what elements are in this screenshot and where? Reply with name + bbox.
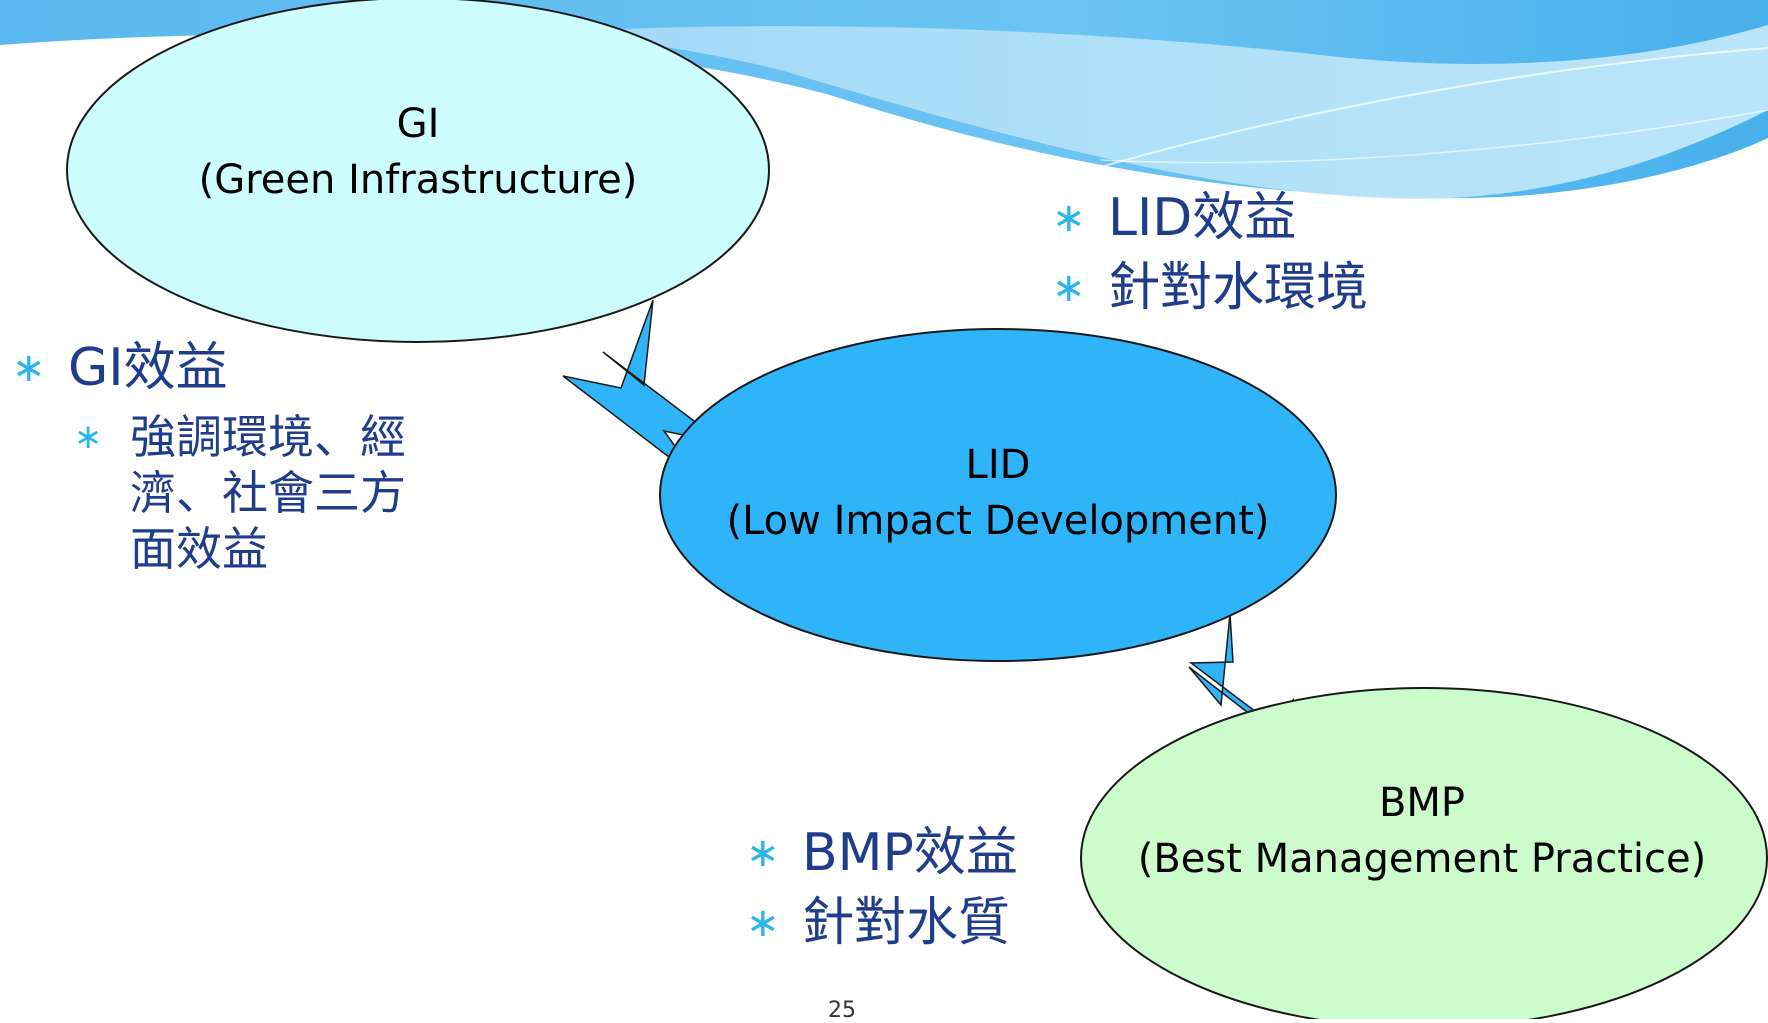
bmp-node-label: BMP (Best Management Practice): [1072, 775, 1768, 887]
bullet-marker-icon: ∗: [1052, 265, 1086, 311]
bmp-notes-title-item: ∗ BMP效益: [746, 820, 1018, 886]
bullet-marker-icon: ∗: [12, 345, 46, 391]
gi-notes-sub: 強調環境、經濟、社會三方面效益: [130, 410, 406, 576]
bmp-node-full: (Best Management Practice): [1137, 836, 1707, 882]
lid-node-label: LID (Low Impact Development): [648, 437, 1348, 549]
bullet-marker-icon: ∗: [74, 417, 103, 457]
gi-node-full: (Green Infrastructure): [198, 157, 638, 203]
bmp-notes-sub-item: ∗ 針對水質: [746, 890, 1018, 956]
lid-notes-sub: 針對水環境: [1108, 258, 1369, 318]
bmp-node: [1080, 687, 1768, 1019]
bmp-notes: ∗ BMP效益 ∗ 針對水質: [746, 820, 1018, 956]
lid-notes-title-item: ∗ LID效益: [1052, 185, 1368, 251]
lid-node-full: (Low Impact Development): [726, 498, 1270, 544]
gi-notes-title: GI效益: [68, 338, 228, 398]
gi-node: [66, 0, 770, 343]
gi-node-abbr: GI: [396, 101, 440, 147]
header-wave: [0, 0, 1768, 199]
lid-notes-sub-item: ∗ 針對水環境: [1052, 255, 1368, 321]
lid-node: [659, 328, 1337, 662]
bmp-notes-title: BMP效益: [802, 823, 1018, 883]
bmp-notes-sub: 針對水質: [802, 893, 1011, 953]
lid-notes: ∗ LID效益 ∗ 針對水環境: [1052, 185, 1368, 321]
bullet-marker-icon: ∗: [1052, 195, 1086, 241]
gi-notes: ∗ GI效益 ∗ 強調環境、經濟、社會三方面效益: [12, 335, 430, 577]
gi-node-label: GI (Green Infrastructure): [118, 96, 718, 208]
bmp-node-abbr: BMP: [1378, 780, 1466, 826]
gi-notes-sub-item: ∗ 強調環境、經濟、社會三方面效益: [74, 409, 430, 577]
bullet-marker-icon: ∗: [746, 830, 780, 876]
page-number: 25: [828, 998, 856, 1023]
bullet-marker-icon: ∗: [746, 900, 780, 946]
lid-notes-title: LID效益: [1108, 188, 1297, 248]
gi-notes-title-item: ∗ GI效益: [12, 335, 430, 401]
lid-node-abbr: LID: [965, 442, 1031, 488]
